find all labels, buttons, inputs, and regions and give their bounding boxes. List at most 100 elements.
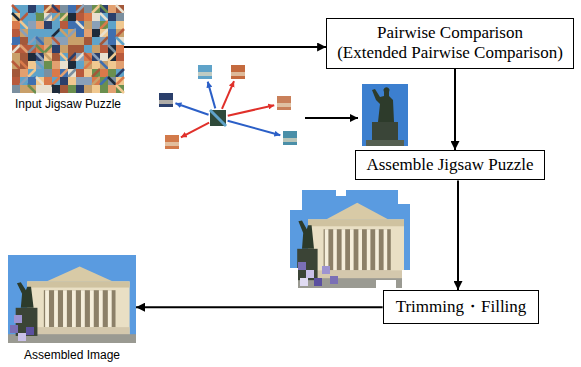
puzzle-piece <box>92 13 100 21</box>
piece-stripe <box>68 29 76 37</box>
puzzle-piece <box>76 61 84 69</box>
missing-region <box>402 270 410 288</box>
neighbour-patch-detail <box>283 138 297 142</box>
piece-stripe <box>116 37 124 45</box>
piece-stripe <box>44 5 52 13</box>
puzzle-piece <box>92 69 100 77</box>
puzzle-piece <box>116 53 124 61</box>
neighbour-patch <box>231 65 245 79</box>
puzzle-piece <box>20 37 28 45</box>
puzzle-piece <box>60 61 68 69</box>
puzzle-piece <box>44 77 52 85</box>
puzzle-piece <box>28 53 36 61</box>
process-box: Trimming・Filling <box>383 290 540 324</box>
piece-stripe <box>44 45 52 53</box>
puzzle-piece <box>28 13 36 21</box>
puzzle-piece <box>108 69 116 77</box>
neighbour-patch-detail <box>198 72 212 76</box>
piece-stripe <box>68 69 76 77</box>
puzzle-piece <box>60 13 68 21</box>
sky <box>290 190 410 288</box>
neighbour-patch-detail <box>231 72 245 76</box>
puzzle-piece <box>84 77 92 85</box>
puzzle-piece <box>36 5 44 13</box>
image-caption: Input Jigsaw Puzzle <box>13 97 123 111</box>
piece-stripe <box>116 77 124 85</box>
puzzle-piece <box>116 77 124 85</box>
puzzle-piece <box>68 53 76 61</box>
piece-stripe <box>100 77 108 85</box>
box-label: Assemble Jigsaw Puzzle <box>366 155 533 175</box>
comparison-arrow <box>228 105 274 116</box>
missing-region <box>398 190 410 204</box>
puzzle-piece <box>108 61 116 69</box>
puzzle-piece <box>116 37 124 45</box>
piece-stripe <box>36 53 44 61</box>
comparison-arrow <box>228 121 281 136</box>
puzzle-piece <box>12 5 20 13</box>
puzzle-piece <box>84 37 92 45</box>
puzzle-piece <box>28 61 36 69</box>
neighbour-patch-detail <box>159 100 173 104</box>
puzzle-piece <box>68 5 76 13</box>
puzzle-piece <box>60 5 68 13</box>
filled-piece <box>14 315 22 323</box>
stray-piece <box>322 266 330 274</box>
piece-stripe <box>20 45 28 53</box>
piece-stripe <box>92 53 100 61</box>
puzzle-piece <box>76 37 84 45</box>
piece-stripe <box>20 21 28 29</box>
process-box: Pairwise Comparison(Extended Pairwise Co… <box>326 18 574 69</box>
puzzle-piece <box>12 21 20 29</box>
statue-image <box>362 84 408 146</box>
piece-stripe <box>20 13 28 21</box>
portico-shadow <box>324 229 391 270</box>
piece-stripe <box>100 21 108 29</box>
pediment <box>46 266 113 281</box>
piece-stripe <box>100 61 108 69</box>
puzzle-piece <box>44 5 52 13</box>
image-node: Input Jigsaw Puzzle <box>12 5 124 111</box>
piece-stripe <box>20 77 28 85</box>
piece-stripe <box>20 61 28 69</box>
puzzle-piece <box>100 21 108 29</box>
puzzle-piece <box>100 29 108 37</box>
piece-stripe <box>76 21 84 29</box>
column <box>325 229 329 270</box>
puzzle-piece <box>84 85 92 93</box>
stray-piece <box>330 276 338 284</box>
building-body <box>27 281 129 336</box>
piece-stripe <box>36 13 44 21</box>
statue-figure <box>17 282 34 308</box>
column <box>375 229 379 270</box>
puzzle-piece <box>92 29 100 37</box>
piece-stripe <box>76 5 84 13</box>
comparison-arrow <box>181 123 209 138</box>
piece-stripe <box>92 69 100 77</box>
piece-stripe <box>52 85 60 93</box>
piece-stripe <box>28 85 36 93</box>
puzzle-piece <box>108 53 116 61</box>
puzzle-piece <box>68 13 76 21</box>
piece-stripe <box>52 29 60 37</box>
puzzle-piece <box>12 69 20 77</box>
comparison-arrow <box>208 82 216 109</box>
piece-stripe <box>28 37 36 45</box>
puzzle-piece <box>68 37 76 45</box>
puzzle-piece <box>76 29 84 37</box>
puzzle-piece <box>28 69 36 77</box>
puzzle-piece <box>68 61 76 69</box>
sky <box>362 84 408 146</box>
sky <box>8 255 136 343</box>
puzzle-piece <box>100 45 108 53</box>
puzzle-piece <box>28 21 36 29</box>
puzzle-piece <box>84 5 92 13</box>
piece-stripe <box>100 13 108 21</box>
puzzle-piece <box>116 5 124 13</box>
puzzle-piece <box>44 29 52 37</box>
puzzle-piece <box>20 29 28 37</box>
puzzle-piece <box>12 77 20 85</box>
pediment <box>326 203 388 220</box>
puzzle-piece <box>116 13 124 21</box>
